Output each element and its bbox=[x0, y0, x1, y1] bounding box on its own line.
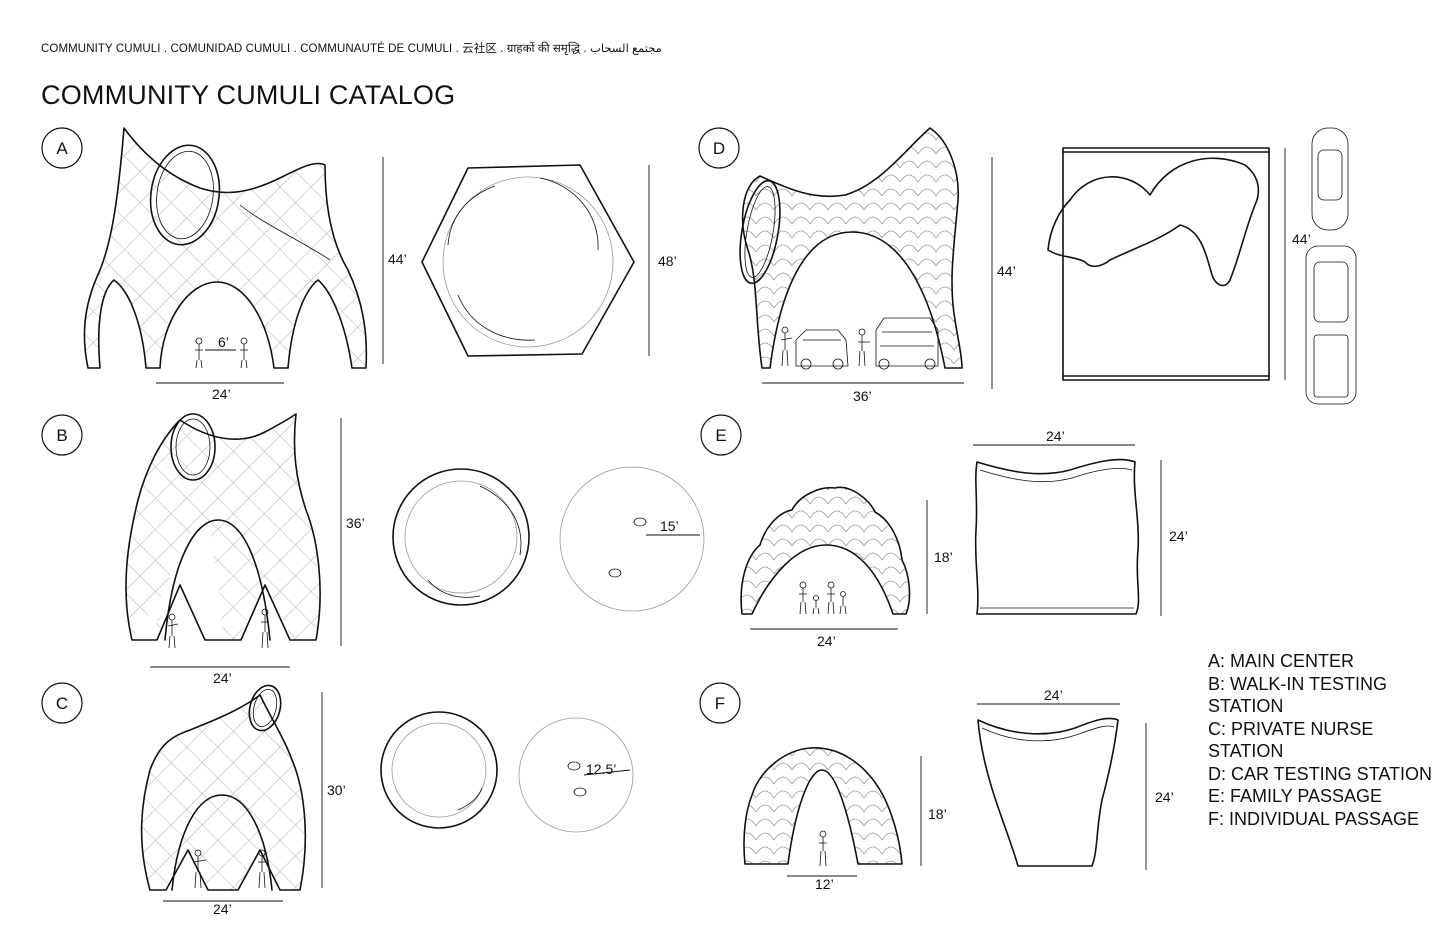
dimension-label: 30’ bbox=[327, 782, 346, 798]
pavilion-c-plan: 12.5’ bbox=[380, 711, 634, 833]
section-marker-f: F bbox=[699, 682, 741, 724]
dimension-label: 24’ bbox=[817, 633, 836, 649]
dimension-label: 12’ bbox=[815, 876, 834, 892]
pavilion-f-dimensions: 18’ 12’ bbox=[787, 756, 947, 892]
legend-item-a: A: MAIN CENTER bbox=[1208, 651, 1355, 671]
dimension-label: 36’ bbox=[346, 515, 365, 531]
legend-item-d: D: CAR TESTING STATION bbox=[1208, 763, 1433, 784]
dimension-label: 24’ bbox=[1155, 789, 1174, 805]
dimension-label: 18’ bbox=[934, 549, 953, 565]
section-letter-b: B bbox=[56, 426, 67, 445]
dimension-label: 24’ bbox=[212, 386, 231, 402]
pavilion-d-elevation bbox=[739, 127, 963, 370]
dimension-label: 44’ bbox=[997, 263, 1016, 279]
dimension-label: 24’ bbox=[1046, 428, 1065, 444]
section-letter-e: E bbox=[715, 426, 726, 445]
pavilion-a-plan: 48’ bbox=[421, 164, 677, 357]
legend-item-b: B: WALK-IN TESTING STATION bbox=[1208, 673, 1388, 717]
section-marker-c: C bbox=[41, 682, 83, 724]
dimension-label: 24’ bbox=[213, 901, 232, 917]
dimension-label: 15’ bbox=[660, 518, 679, 534]
dimension-label: 44’ bbox=[388, 251, 407, 267]
pavilion-a-dimensions: 44’ 24’ 6’ bbox=[156, 157, 407, 402]
section-marker-d: D bbox=[698, 127, 740, 169]
section-letter-d: D bbox=[713, 139, 725, 158]
catalog-title: COMMUNITY CUMULI CATALOG bbox=[41, 80, 456, 110]
section-marker-a: A bbox=[41, 127, 83, 169]
dimension-label: 6’ bbox=[218, 334, 229, 350]
catalog-tagline: COMMUNITY CUMULI . COMUNIDAD CUMULI . CO… bbox=[41, 43, 662, 55]
legend-item-f: F: INDIVIDUAL PASSAGE bbox=[1208, 808, 1420, 829]
pavilion-d-dimensions: 44’ 36’ bbox=[762, 157, 1016, 404]
dimension-label: 24’ bbox=[213, 670, 232, 686]
dimension-label: 48’ bbox=[658, 253, 677, 269]
dimension-label: 24’ bbox=[1169, 528, 1188, 544]
pavilion-e-dimensions: 18’ 24’ bbox=[750, 500, 953, 649]
section-letter-f: F bbox=[715, 694, 725, 713]
pavilion-d-plan: 44’ bbox=[1047, 127, 1357, 405]
pavilion-b-dimensions: 36’ 24’ bbox=[150, 418, 365, 686]
pavilion-c-elevation bbox=[140, 684, 307, 891]
dimension-label: 24’ bbox=[1044, 687, 1063, 703]
dimension-label: 44’ bbox=[1292, 231, 1311, 247]
legend-item-c: C: PRIVATE NURSE STATION bbox=[1208, 718, 1374, 762]
section-marker-e: E bbox=[700, 414, 742, 456]
catalog-legend: A: MAIN CENTER B: WALK-IN TESTING STATIO… bbox=[1208, 650, 1433, 830]
section-letter-a: A bbox=[56, 139, 68, 158]
section-letter-c: C bbox=[56, 694, 68, 713]
pavilion-b-elevation bbox=[125, 413, 321, 649]
pavilion-e-plan: 24’ 24’ bbox=[973, 428, 1188, 616]
dimension-label: 36’ bbox=[853, 388, 872, 404]
pavilion-f-plan: 24’ 24’ bbox=[977, 687, 1174, 870]
pavilion-a-elevation bbox=[83, 127, 368, 369]
dimension-label: 12.5’ bbox=[586, 761, 616, 777]
pavilion-e-elevation bbox=[740, 486, 911, 615]
pavilion-b-plan: 15’ bbox=[392, 466, 705, 612]
legend-item-e: E: FAMILY PASSAGE bbox=[1208, 786, 1383, 806]
section-marker-b: B bbox=[41, 414, 83, 456]
dimension-label: 18’ bbox=[928, 806, 947, 822]
pavilion-c-dimensions: 30’ 24’ bbox=[163, 692, 346, 917]
pavilion-f-elevation bbox=[743, 747, 903, 867]
